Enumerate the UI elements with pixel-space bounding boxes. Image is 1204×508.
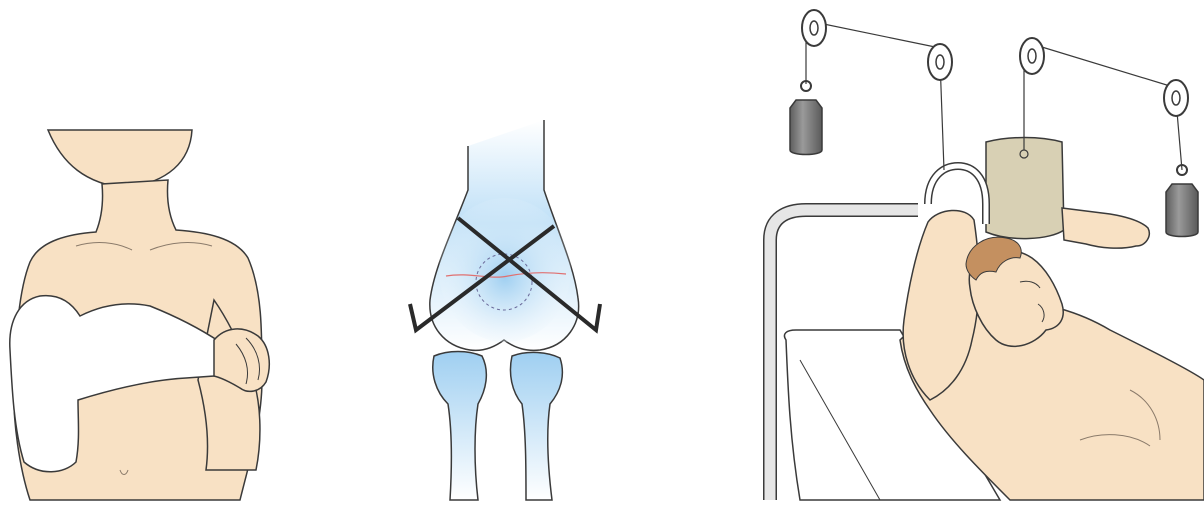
traction-weight-right (1166, 165, 1198, 237)
ulna-bone (510, 352, 562, 500)
face-chin (48, 130, 192, 188)
panel-3-overhead-traction (770, 10, 1204, 500)
traction-weight-left (790, 81, 822, 155)
forearm-sling (986, 138, 1064, 239)
rope-left (806, 22, 944, 170)
pulley-2 (928, 44, 952, 80)
patient-forearm (1062, 208, 1149, 248)
pulley-3 (1020, 38, 1044, 74)
panel-2-elbow-pin-fixation (410, 120, 600, 500)
pulley-4 (1164, 80, 1188, 116)
pulley-1 (802, 10, 826, 46)
panel-1-torso-with-cast (10, 130, 269, 500)
radius-bone (433, 352, 487, 501)
